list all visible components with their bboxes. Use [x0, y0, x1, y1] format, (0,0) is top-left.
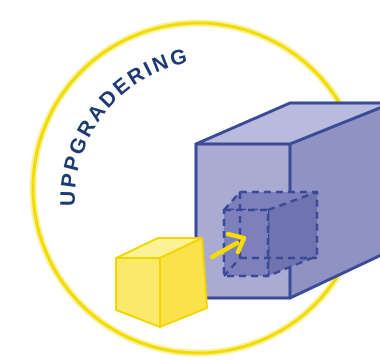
arrow-icon: [209, 231, 247, 260]
small-cube-front: [115, 257, 161, 328]
arrow-shaft: [209, 240, 240, 260]
dashed-cube-front: [222, 208, 270, 278]
dashed-cube-icon: [222, 190, 319, 278]
badge-label: UPPGRADERING: [57, 44, 192, 206]
dashed-cube-side: [266, 190, 319, 278]
arrow-head: [225, 231, 247, 255]
small-cube-icon: [115, 237, 208, 328]
